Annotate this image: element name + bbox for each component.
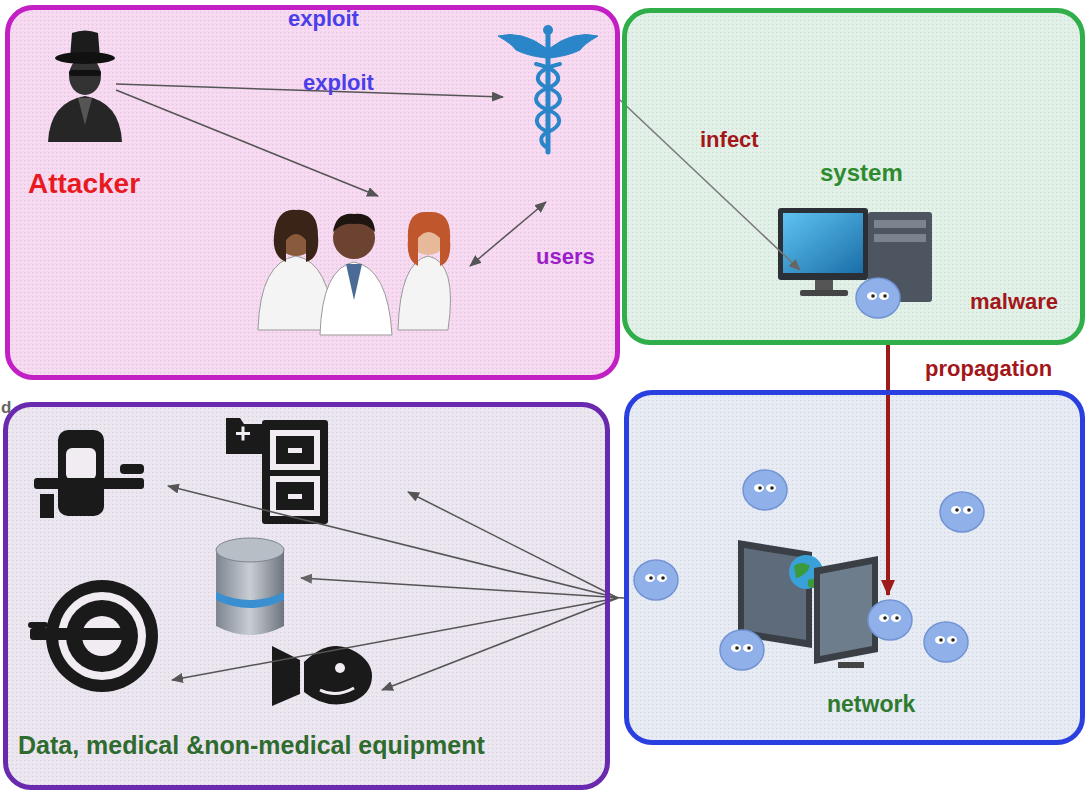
malware-blob <box>743 470 787 510</box>
text-holder: Attacker <box>28 168 140 200</box>
region-box: network <box>624 390 1085 745</box>
text-holder: exploit <box>288 6 359 31</box>
region-fill <box>3 402 610 790</box>
text-holder: infect <box>700 127 759 152</box>
malware-blob <box>924 622 968 662</box>
region-label: Data, medical &non-medical equipment <box>18 731 485 759</box>
region-label: system <box>820 159 903 186</box>
users-arrow <box>470 202 546 266</box>
exploit-arrow <box>116 90 378 196</box>
region-texture <box>3 402 610 790</box>
text-holder: exploit <box>303 70 374 95</box>
flow-arrow <box>620 100 800 270</box>
region-box: system malware <box>622 8 1085 345</box>
region-fill <box>624 390 1085 745</box>
action-label: exploit <box>288 6 359 31</box>
region-label: network <box>827 691 915 717</box>
text-holder: users <box>536 244 595 269</box>
users-icon <box>258 210 451 335</box>
malware-blob <box>940 492 984 532</box>
records-icon <box>226 418 328 524</box>
region-fill <box>5 5 620 380</box>
region-box: Attacker users <box>5 5 620 380</box>
region-texture <box>624 390 1085 745</box>
edge-label: infect <box>700 127 759 152</box>
device-arrows <box>168 486 618 690</box>
computer-icon <box>778 208 932 302</box>
mri-icon <box>28 580 158 692</box>
caduceus-icon <box>498 25 598 152</box>
database-icon <box>216 538 284 635</box>
malware-blob <box>720 630 764 670</box>
text-holder: network <box>827 691 915 717</box>
ultrasound-icon <box>272 646 372 706</box>
region-label: malware <box>970 289 1058 314</box>
malware-blob <box>856 278 900 318</box>
text-holder: Data, medical &non-medical equipment <box>18 731 485 760</box>
action-label: exploit <box>303 70 374 95</box>
region-fill <box>622 8 1085 345</box>
malware-blob <box>868 600 912 640</box>
text-holder: system <box>820 159 903 187</box>
region-texture <box>622 8 1085 345</box>
fragment-text: d <box>1 398 11 417</box>
flow-arrow <box>301 578 624 598</box>
region-texture <box>5 5 620 380</box>
flow-arrow <box>886 345 890 595</box>
ct-scanner-icon <box>34 430 144 518</box>
region-label: users <box>536 244 595 269</box>
text-holder: malware <box>970 289 1058 314</box>
attacker-icon <box>48 31 122 143</box>
region-label: Attacker <box>28 168 140 199</box>
edge-label: propagation <box>925 356 1052 381</box>
malware-blob <box>634 560 678 600</box>
region-box: Data, medical &non-medical equipment <box>3 402 610 790</box>
text-holder: d <box>1 398 11 418</box>
text-holder: propagation <box>925 356 1052 381</box>
